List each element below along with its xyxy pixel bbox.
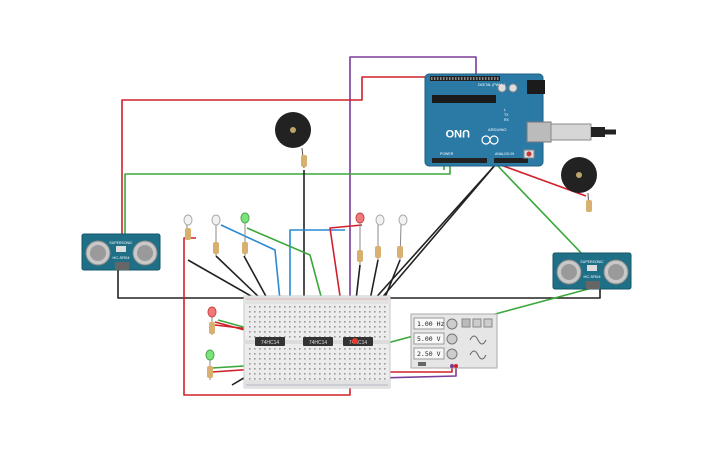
led-icon xyxy=(183,214,193,226)
fg-frequency-value: 1.00 Hz xyxy=(417,320,444,328)
led-icon xyxy=(207,306,217,318)
wire-blue-1[interactable] xyxy=(220,224,281,301)
wire-black-fan-2[interactable] xyxy=(371,163,497,303)
arduino-power-label: POWER xyxy=(440,152,454,156)
led-8-green[interactable] xyxy=(205,349,215,380)
arduino-tx-label: TX xyxy=(504,113,509,117)
atmega-chip xyxy=(432,95,496,103)
chip-3[interactable]: 74HC14 xyxy=(343,337,373,346)
wire-black-r4[interactable] xyxy=(355,264,361,301)
chip-1-label: 74HC14 xyxy=(261,340,280,346)
resistor-icon xyxy=(301,155,307,167)
arduino-uno[interactable]: UNO ARDUINO DIGITAL (PWM~) ANALOG IN POW… xyxy=(424,73,616,167)
resistor-icon xyxy=(397,246,403,258)
piezo-buzzer-top[interactable] xyxy=(275,112,311,169)
wire-green-right-sensor[interactable] xyxy=(495,163,587,259)
resistor-icon xyxy=(242,242,248,254)
led-1-clear[interactable] xyxy=(183,214,193,240)
led-icon xyxy=(355,212,365,224)
wire-green-left-sensor[interactable] xyxy=(124,164,451,240)
led-icon xyxy=(240,212,250,224)
fg-offset-knob[interactable] xyxy=(446,348,458,360)
fg-amplitude-value: 5.00 V xyxy=(417,335,441,343)
fg-amplitude-display xyxy=(413,332,445,345)
resistor-icon xyxy=(209,322,215,334)
ultrasonic-sensor-left[interactable]: SUPERSONIC HC-SR04 xyxy=(81,233,161,271)
led-icon xyxy=(211,214,221,226)
piezo-buzzer-right[interactable] xyxy=(561,157,597,213)
led-icon xyxy=(375,214,385,226)
fg-sine-wave-icon xyxy=(469,335,487,345)
wire-black-r2[interactable] xyxy=(215,255,263,301)
led-7-red[interactable] xyxy=(207,306,217,335)
resistor-icon xyxy=(357,250,363,262)
usb-plug-icon xyxy=(550,123,592,141)
arduino-analog-label: ANALOG IN xyxy=(495,152,515,156)
fg-amplitude-knob[interactable] xyxy=(446,333,458,345)
sensor-right-label: HC-SR04 xyxy=(583,274,601,279)
breadboard-holes xyxy=(249,306,386,380)
wire-red-top[interactable] xyxy=(121,76,462,240)
fg-frequency-knob[interactable] xyxy=(446,318,458,330)
sensor-left-label: HC-SR04 xyxy=(112,255,130,260)
led-2-clear[interactable] xyxy=(211,214,221,256)
led-6-clear[interactable] xyxy=(397,214,408,261)
power-jack-icon xyxy=(527,80,545,94)
arduino-brand: ARDUINO xyxy=(488,127,506,132)
ultrasonic-sensor-right[interactable]: SUPERSONIC HC-SR04 xyxy=(552,252,632,290)
fg-frequency-display xyxy=(413,317,445,330)
wire-black-r1[interactable] xyxy=(187,259,259,301)
resistor-icon xyxy=(207,366,213,378)
wire-black-r3[interactable] xyxy=(243,255,269,301)
arduino-digital-label: DIGITAL (PWM~) xyxy=(478,83,505,87)
wire-black-r5[interactable] xyxy=(369,259,379,301)
fg-offset-value: 2.50 V xyxy=(417,350,441,358)
chip-3-warning-icon xyxy=(352,338,358,344)
led-icon xyxy=(205,349,215,361)
arduino-rx-label: RX xyxy=(504,118,510,122)
wire-purple-top[interactable] xyxy=(349,56,477,335)
chip-3-label: 74HC14 xyxy=(349,340,368,346)
chip-2[interactable]: 74HC14 xyxy=(303,337,333,346)
led-4-red[interactable] xyxy=(355,212,365,265)
led-5-clear[interactable] xyxy=(375,214,385,260)
fg-wave-icon xyxy=(469,350,487,360)
fg-square-button[interactable] xyxy=(472,318,482,328)
resistor-icon xyxy=(213,242,219,254)
resistor-icon xyxy=(375,246,381,258)
fg-offset-display xyxy=(413,347,445,360)
fg-power-switch[interactable] xyxy=(418,362,426,366)
sensor-right-sublabel: SUPERSONIC xyxy=(580,260,604,264)
fg-sine-button[interactable] xyxy=(461,318,471,328)
wire-black-r6[interactable] xyxy=(383,259,401,301)
resistor-icon xyxy=(586,200,592,212)
led-3-green[interactable] xyxy=(240,212,250,256)
sensor-left-sublabel: SUPERSONIC xyxy=(109,241,133,245)
chip-1[interactable]: 74HC14 xyxy=(255,337,285,346)
arduino-logo-text: UNO xyxy=(445,127,470,139)
piezo-buzzer-icon xyxy=(576,172,582,178)
resistor-icon xyxy=(185,228,191,240)
led-icon xyxy=(398,214,408,226)
usb-port-icon xyxy=(526,121,552,143)
arduino-l-label: L xyxy=(504,108,506,112)
arduino-header-pins xyxy=(431,77,499,80)
chip-2-label: 74HC14 xyxy=(309,340,328,346)
function-generator[interactable]: 1.00 Hz 5.00 V 2.50 V xyxy=(410,313,498,369)
fg-triangle-button[interactable] xyxy=(483,318,493,328)
piezo-buzzer-icon xyxy=(290,127,296,133)
